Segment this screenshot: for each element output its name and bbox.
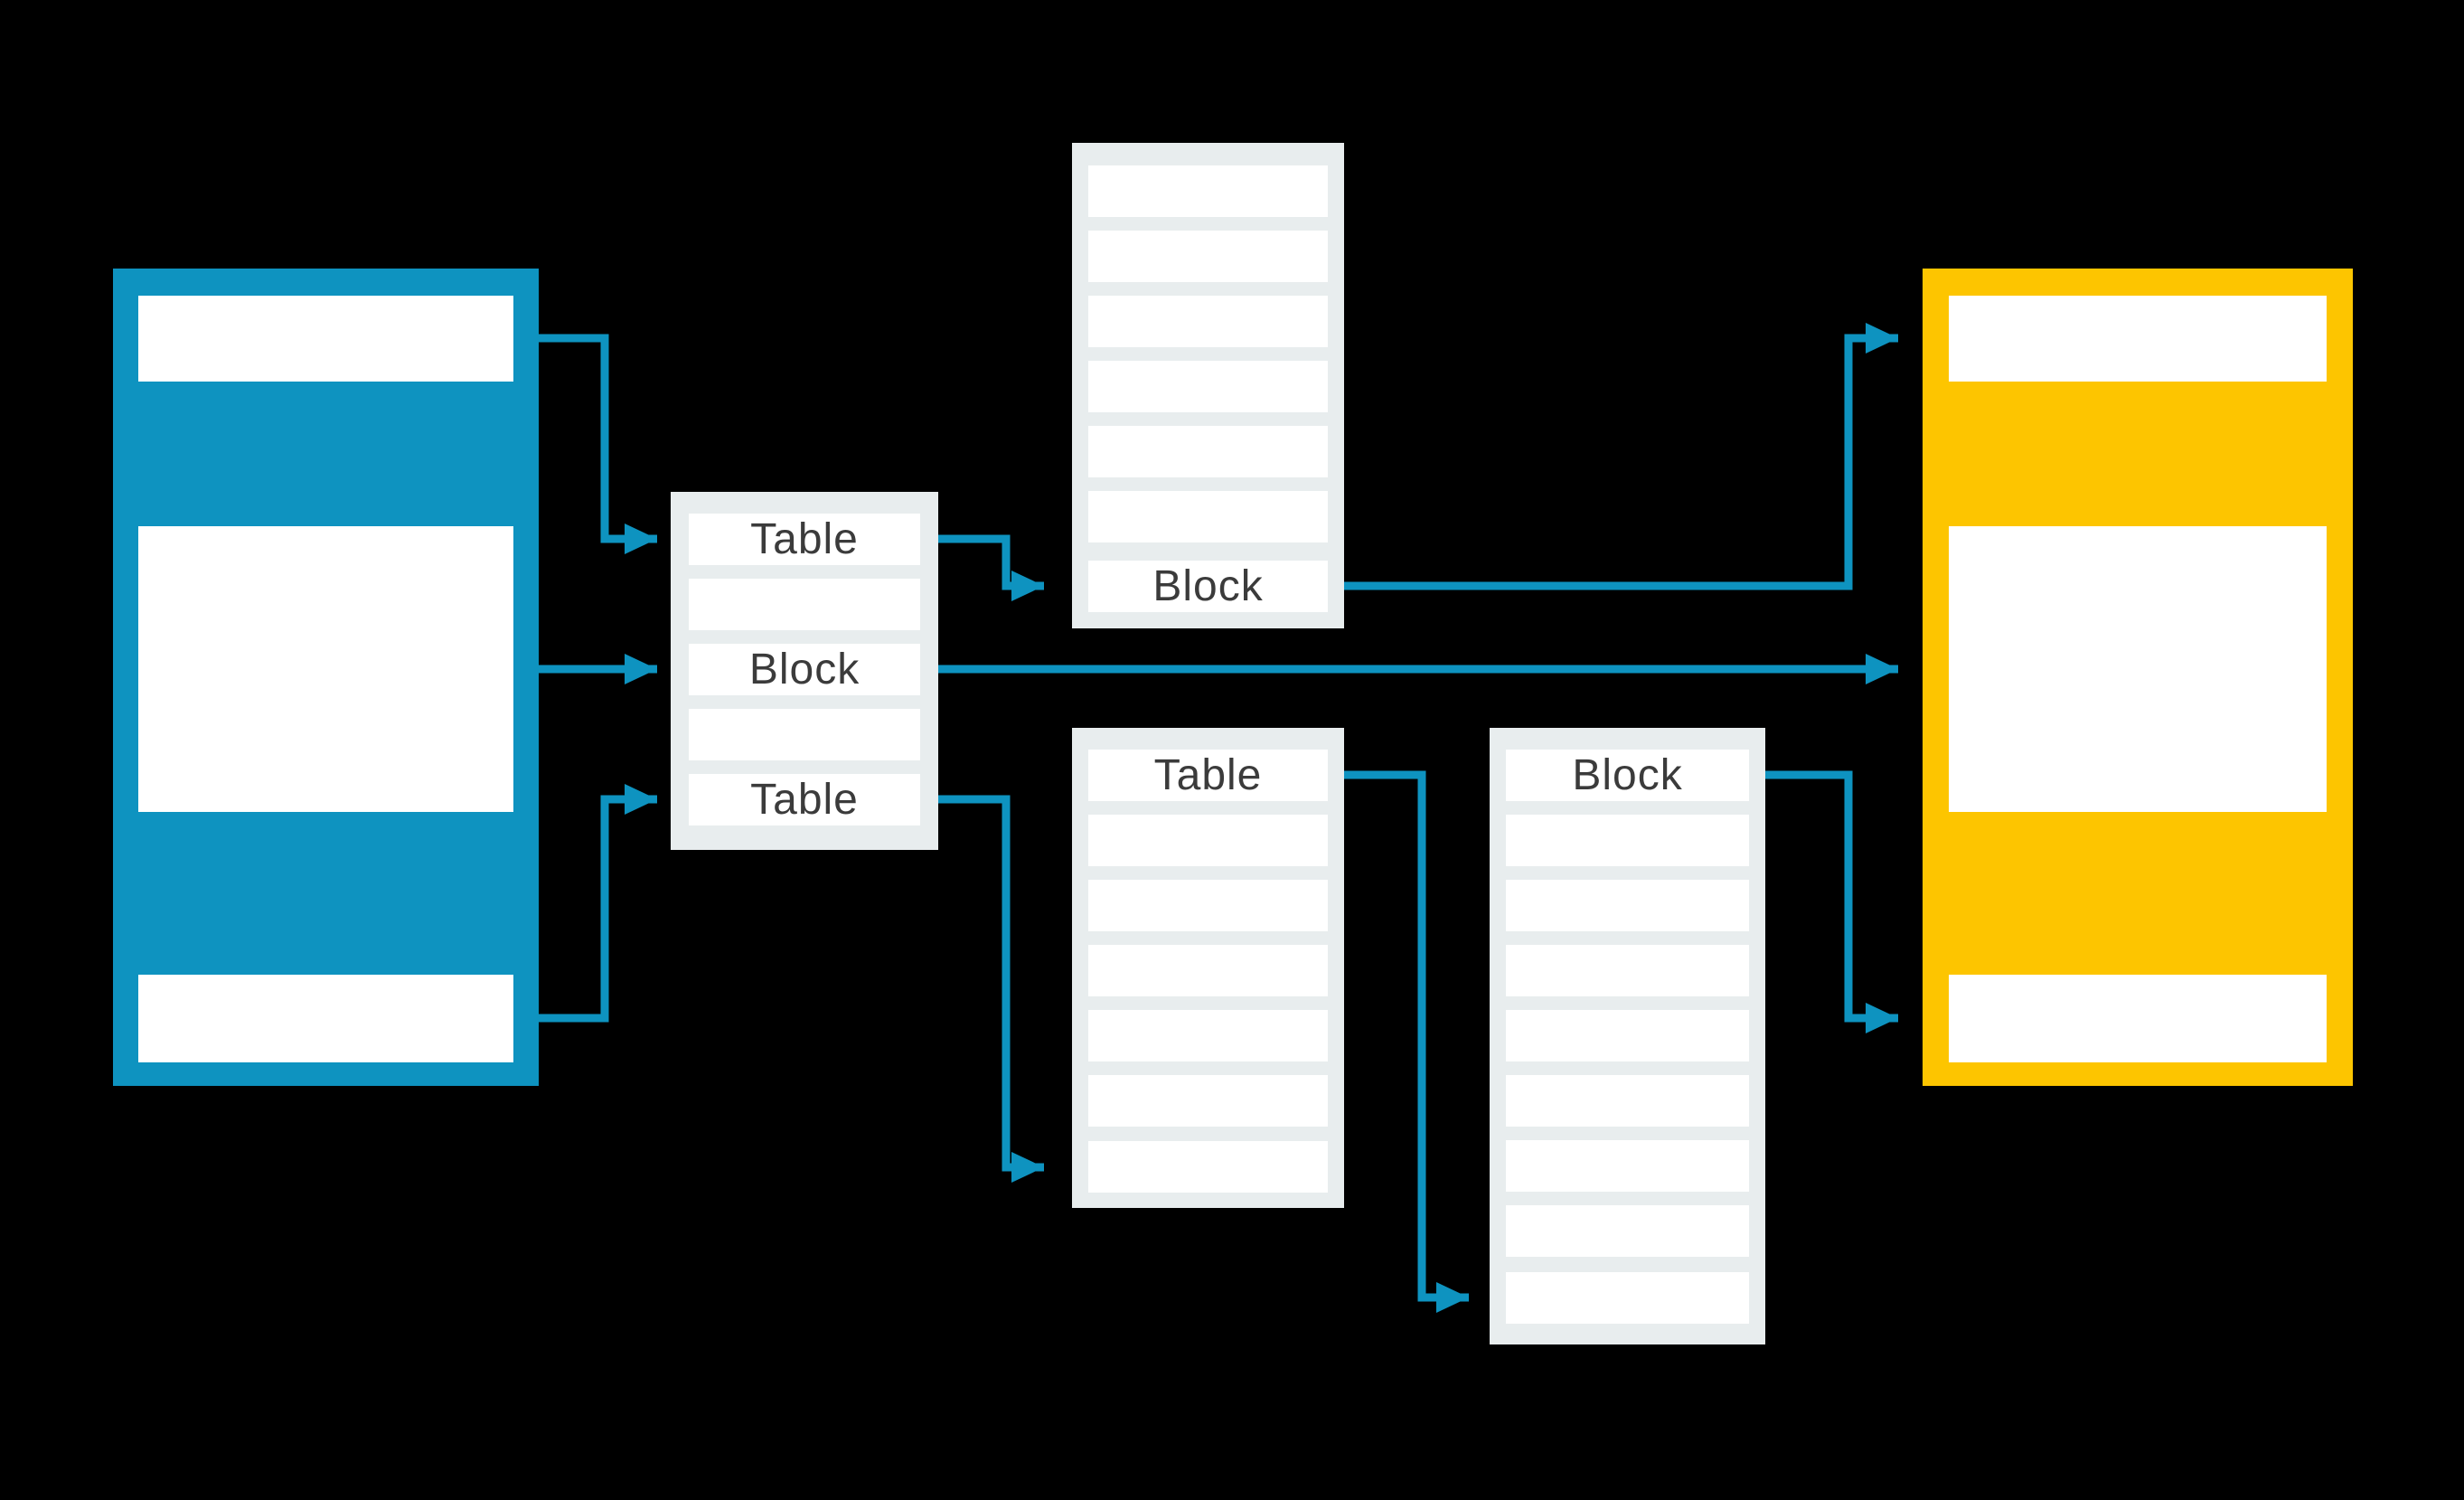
arrow-source-top-to-table-1 bbox=[539, 334, 657, 554]
detail-row-blank bbox=[1088, 1010, 1328, 1061]
detail-row-blank bbox=[1506, 945, 1749, 996]
detail-row-blank bbox=[1506, 880, 1749, 931]
detail-row-blank bbox=[1088, 945, 1328, 996]
detail-row-blank bbox=[1088, 880, 1328, 931]
arrow-top-panel-block-to-target-top bbox=[1344, 323, 1898, 590]
target-top-block bbox=[1949, 296, 2327, 382]
detail-row-blank bbox=[1088, 426, 1328, 477]
detail-row-blank bbox=[1506, 1140, 1749, 1192]
list-row-table-2: Table bbox=[689, 774, 920, 825]
arrow-block-panel-to-target-bottom bbox=[1765, 770, 1898, 1033]
list-row-table-1: Table bbox=[689, 514, 920, 565]
list-row-blank bbox=[689, 579, 920, 630]
source-middle-block bbox=[138, 526, 513, 812]
detail-row-block: Block bbox=[1506, 750, 1749, 801]
list-row-block-1: Block bbox=[689, 644, 920, 695]
arrow-bottom-table-to-block-panel-row bbox=[1344, 770, 1469, 1313]
detail-row-blank bbox=[1088, 1141, 1328, 1193]
detail-row-blank bbox=[1088, 815, 1328, 866]
detail-row-table: Table bbox=[1088, 750, 1328, 801]
arrow-table-1-to-top-panel-block bbox=[938, 534, 1044, 601]
detail-row-blank bbox=[1506, 1075, 1749, 1127]
source-top-block bbox=[138, 296, 513, 382]
detail-row-blank bbox=[1506, 815, 1749, 866]
arrow-table-2-to-bottom-panel-row bbox=[938, 795, 1044, 1183]
list-row-blank bbox=[689, 709, 920, 760]
detail-row-blank bbox=[1088, 491, 1328, 542]
detail-row-blank bbox=[1506, 1272, 1749, 1324]
detail-row-blank bbox=[1088, 1075, 1328, 1127]
detail-row-blank bbox=[1506, 1205, 1749, 1257]
detail-row-blank bbox=[1088, 296, 1328, 347]
arrow-source-bottom-to-table-2 bbox=[539, 784, 657, 1023]
target-middle-block bbox=[1949, 526, 2327, 812]
detail-row-block: Block bbox=[1088, 561, 1328, 612]
detail-row-blank bbox=[1088, 231, 1328, 282]
detail-row-blank bbox=[1506, 1010, 1749, 1061]
detail-row-blank bbox=[1088, 361, 1328, 412]
source-bottom-block bbox=[138, 975, 513, 1062]
target-bottom-block bbox=[1949, 975, 2327, 1062]
detail-row-blank bbox=[1088, 165, 1328, 217]
